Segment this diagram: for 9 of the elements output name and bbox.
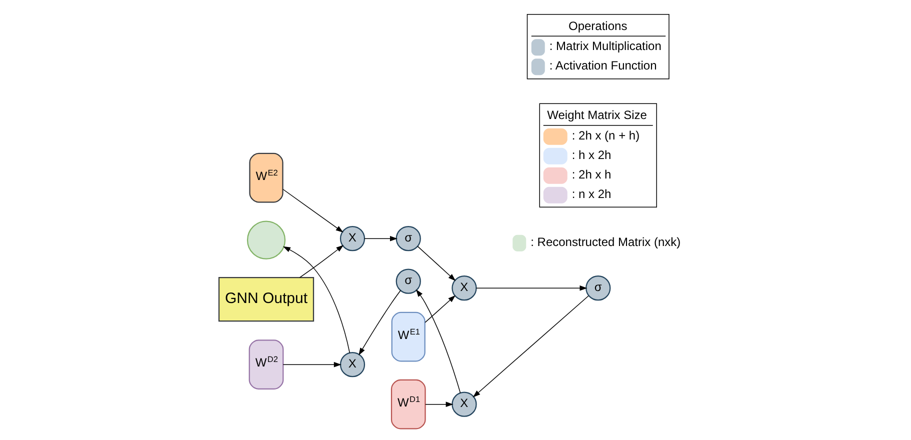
legend-label: : h x 2h — [571, 148, 611, 162]
legend-label: : 2h x h — [571, 167, 611, 182]
label: Operations — [568, 18, 627, 33]
legend-label: : Reconstructed Matrix (nxk) — [530, 234, 680, 249]
legend-label: : 2h x (n + h) — [571, 128, 640, 142]
label: Weight Matrix Size — [546, 108, 646, 122]
legend-label: : Activation Function — [548, 58, 656, 73]
legend-label: : Matrix Multiplication — [548, 39, 661, 54]
legend-label: : n x 2h — [571, 186, 611, 201]
